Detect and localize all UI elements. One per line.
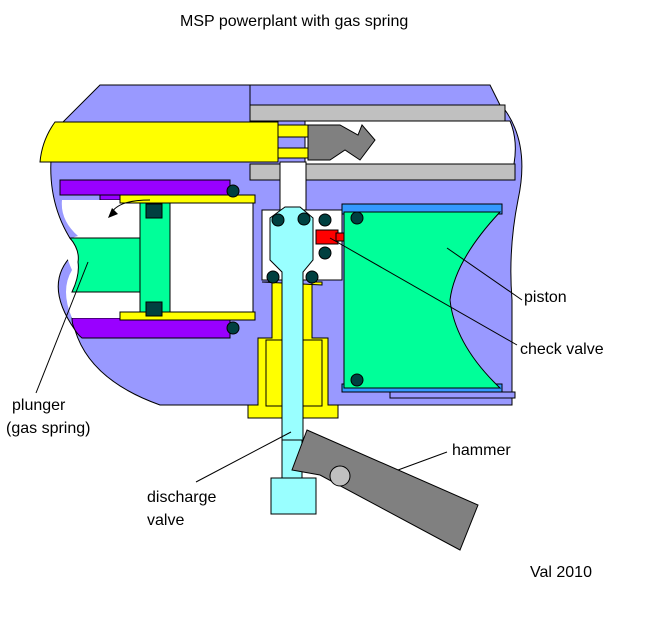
discharge-valve-foot: [270, 477, 317, 515]
leader-check-valve: [329, 237, 518, 346]
seal-oring: [350, 373, 364, 387]
flow-arrow-head: [108, 208, 118, 218]
leader-hammer: [397, 451, 448, 471]
upper-rail-grey: [249, 104, 506, 122]
seal-oring: [318, 213, 332, 227]
label-hammer: hammer: [452, 442, 511, 459]
cylinder-sleeve-bottom: [119, 311, 256, 321]
piston-body: [343, 211, 502, 389]
label-plunger-sub: (gas spring): [6, 420, 91, 437]
upper-rail: [249, 84, 501, 106]
leader-piston: [446, 247, 523, 301]
piston-rail-bottom: [389, 391, 516, 399]
leader-plunger: [35, 261, 89, 394]
yellow-barrel: [39, 121, 279, 163]
label-piston: piston: [524, 289, 567, 306]
seal-oring: [305, 270, 319, 284]
hammer-pivot: [329, 465, 351, 487]
seal-oring: [266, 270, 280, 284]
plunger-seal-bottom: [145, 301, 163, 317]
diagram-title: MSP powerplant with gas spring: [180, 13, 409, 30]
transfer-port: [279, 161, 307, 211]
label-check-valve: check valve: [520, 341, 604, 358]
plunger-seal-top: [145, 203, 163, 219]
label-discharge: discharge: [147, 489, 217, 506]
purple-ring-bottom: [71, 317, 231, 339]
yellow-barrel-end: [277, 124, 309, 138]
hammer: [291, 429, 479, 551]
seal-oring: [271, 213, 285, 227]
seal-oring: [318, 246, 332, 260]
cylinder-bore: [169, 202, 254, 313]
check-valve: [315, 229, 339, 245]
yellow-barrel-end2: [277, 147, 309, 159]
plunger-body: [68, 237, 141, 293]
seal-oring: [226, 321, 240, 335]
credit: Val 2010: [530, 564, 592, 581]
check-valve-tip: [335, 232, 345, 242]
bolt-head: [307, 124, 376, 161]
leader-discharge-valve: [195, 431, 292, 483]
label-discharge-sub: valve: [147, 512, 185, 529]
label-plunger: plunger: [12, 397, 66, 414]
seal-oring: [350, 211, 364, 225]
purple-ring-top: [59, 179, 231, 196]
seal-oring: [297, 212, 311, 226]
seal-oring: [226, 184, 240, 198]
discharge-valve-stem: [269, 206, 314, 441]
